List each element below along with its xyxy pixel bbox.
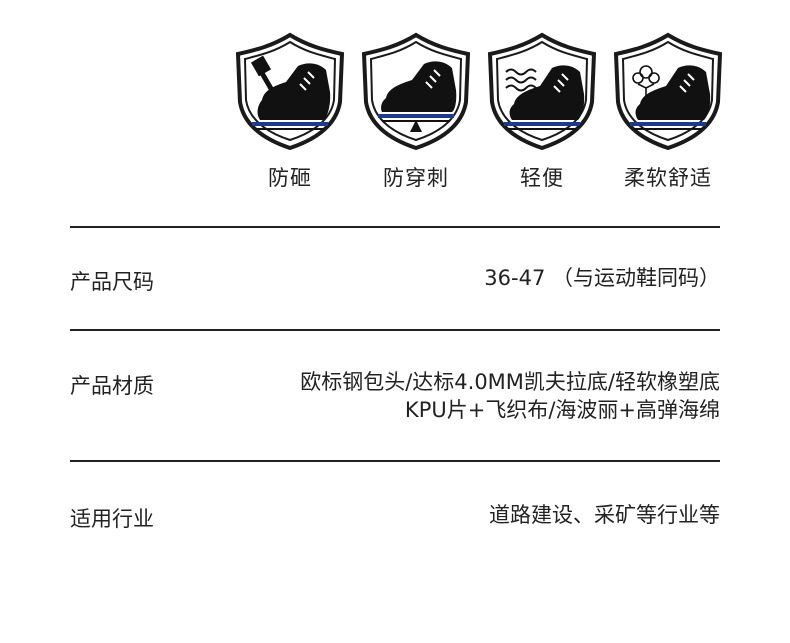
- spec-label-material: 产品材质: [70, 374, 154, 398]
- divider: [70, 460, 720, 462]
- feature-icons-row: 防砸 防穿刺 轻便: [0, 0, 790, 200]
- spec-value-industry: 道路建设、采矿等行业等: [489, 501, 720, 529]
- wave-shoe-shield-icon: [487, 32, 597, 150]
- spec-value-size: 36-47 （与运动鞋同码）: [484, 264, 720, 292]
- spec-label-size: 产品尺码: [70, 270, 154, 294]
- feature-lightweight: 轻便: [486, 32, 598, 192]
- divider: [70, 226, 720, 228]
- feature-label: 防砸: [268, 166, 312, 190]
- nail-shoe-shield-icon: [361, 32, 471, 150]
- spec-value-line: 欧标钢包头/达标4.0MM凯夫拉底/轻软橡塑底: [300, 370, 720, 394]
- cotton-shoe-shield-icon: [613, 32, 723, 150]
- spec-value-line: 道路建设、采矿等行业等: [489, 503, 720, 527]
- feature-label: 防穿刺: [383, 166, 449, 190]
- feature-anti-smash: 防砸: [234, 32, 346, 192]
- feature-soft-comfort: 柔软舒适: [612, 32, 724, 192]
- spec-value-material: 欧标钢包头/达标4.0MM凯夫拉底/轻软橡塑底 KPU片+飞织布/海波丽+高弹海…: [300, 368, 720, 424]
- divider: [70, 329, 720, 331]
- spec-value-line: KPU片+飞织布/海波丽+高弹海绵: [404, 398, 720, 422]
- feature-label: 柔软舒适: [624, 166, 712, 190]
- spec-value-line: 36-47 （与运动鞋同码）: [484, 266, 720, 290]
- feature-anti-puncture: 防穿刺: [360, 32, 472, 192]
- spec-label-industry: 适用行业: [70, 507, 154, 531]
- feature-label: 轻便: [520, 166, 564, 190]
- hammer-shoe-shield-icon: [235, 32, 345, 150]
